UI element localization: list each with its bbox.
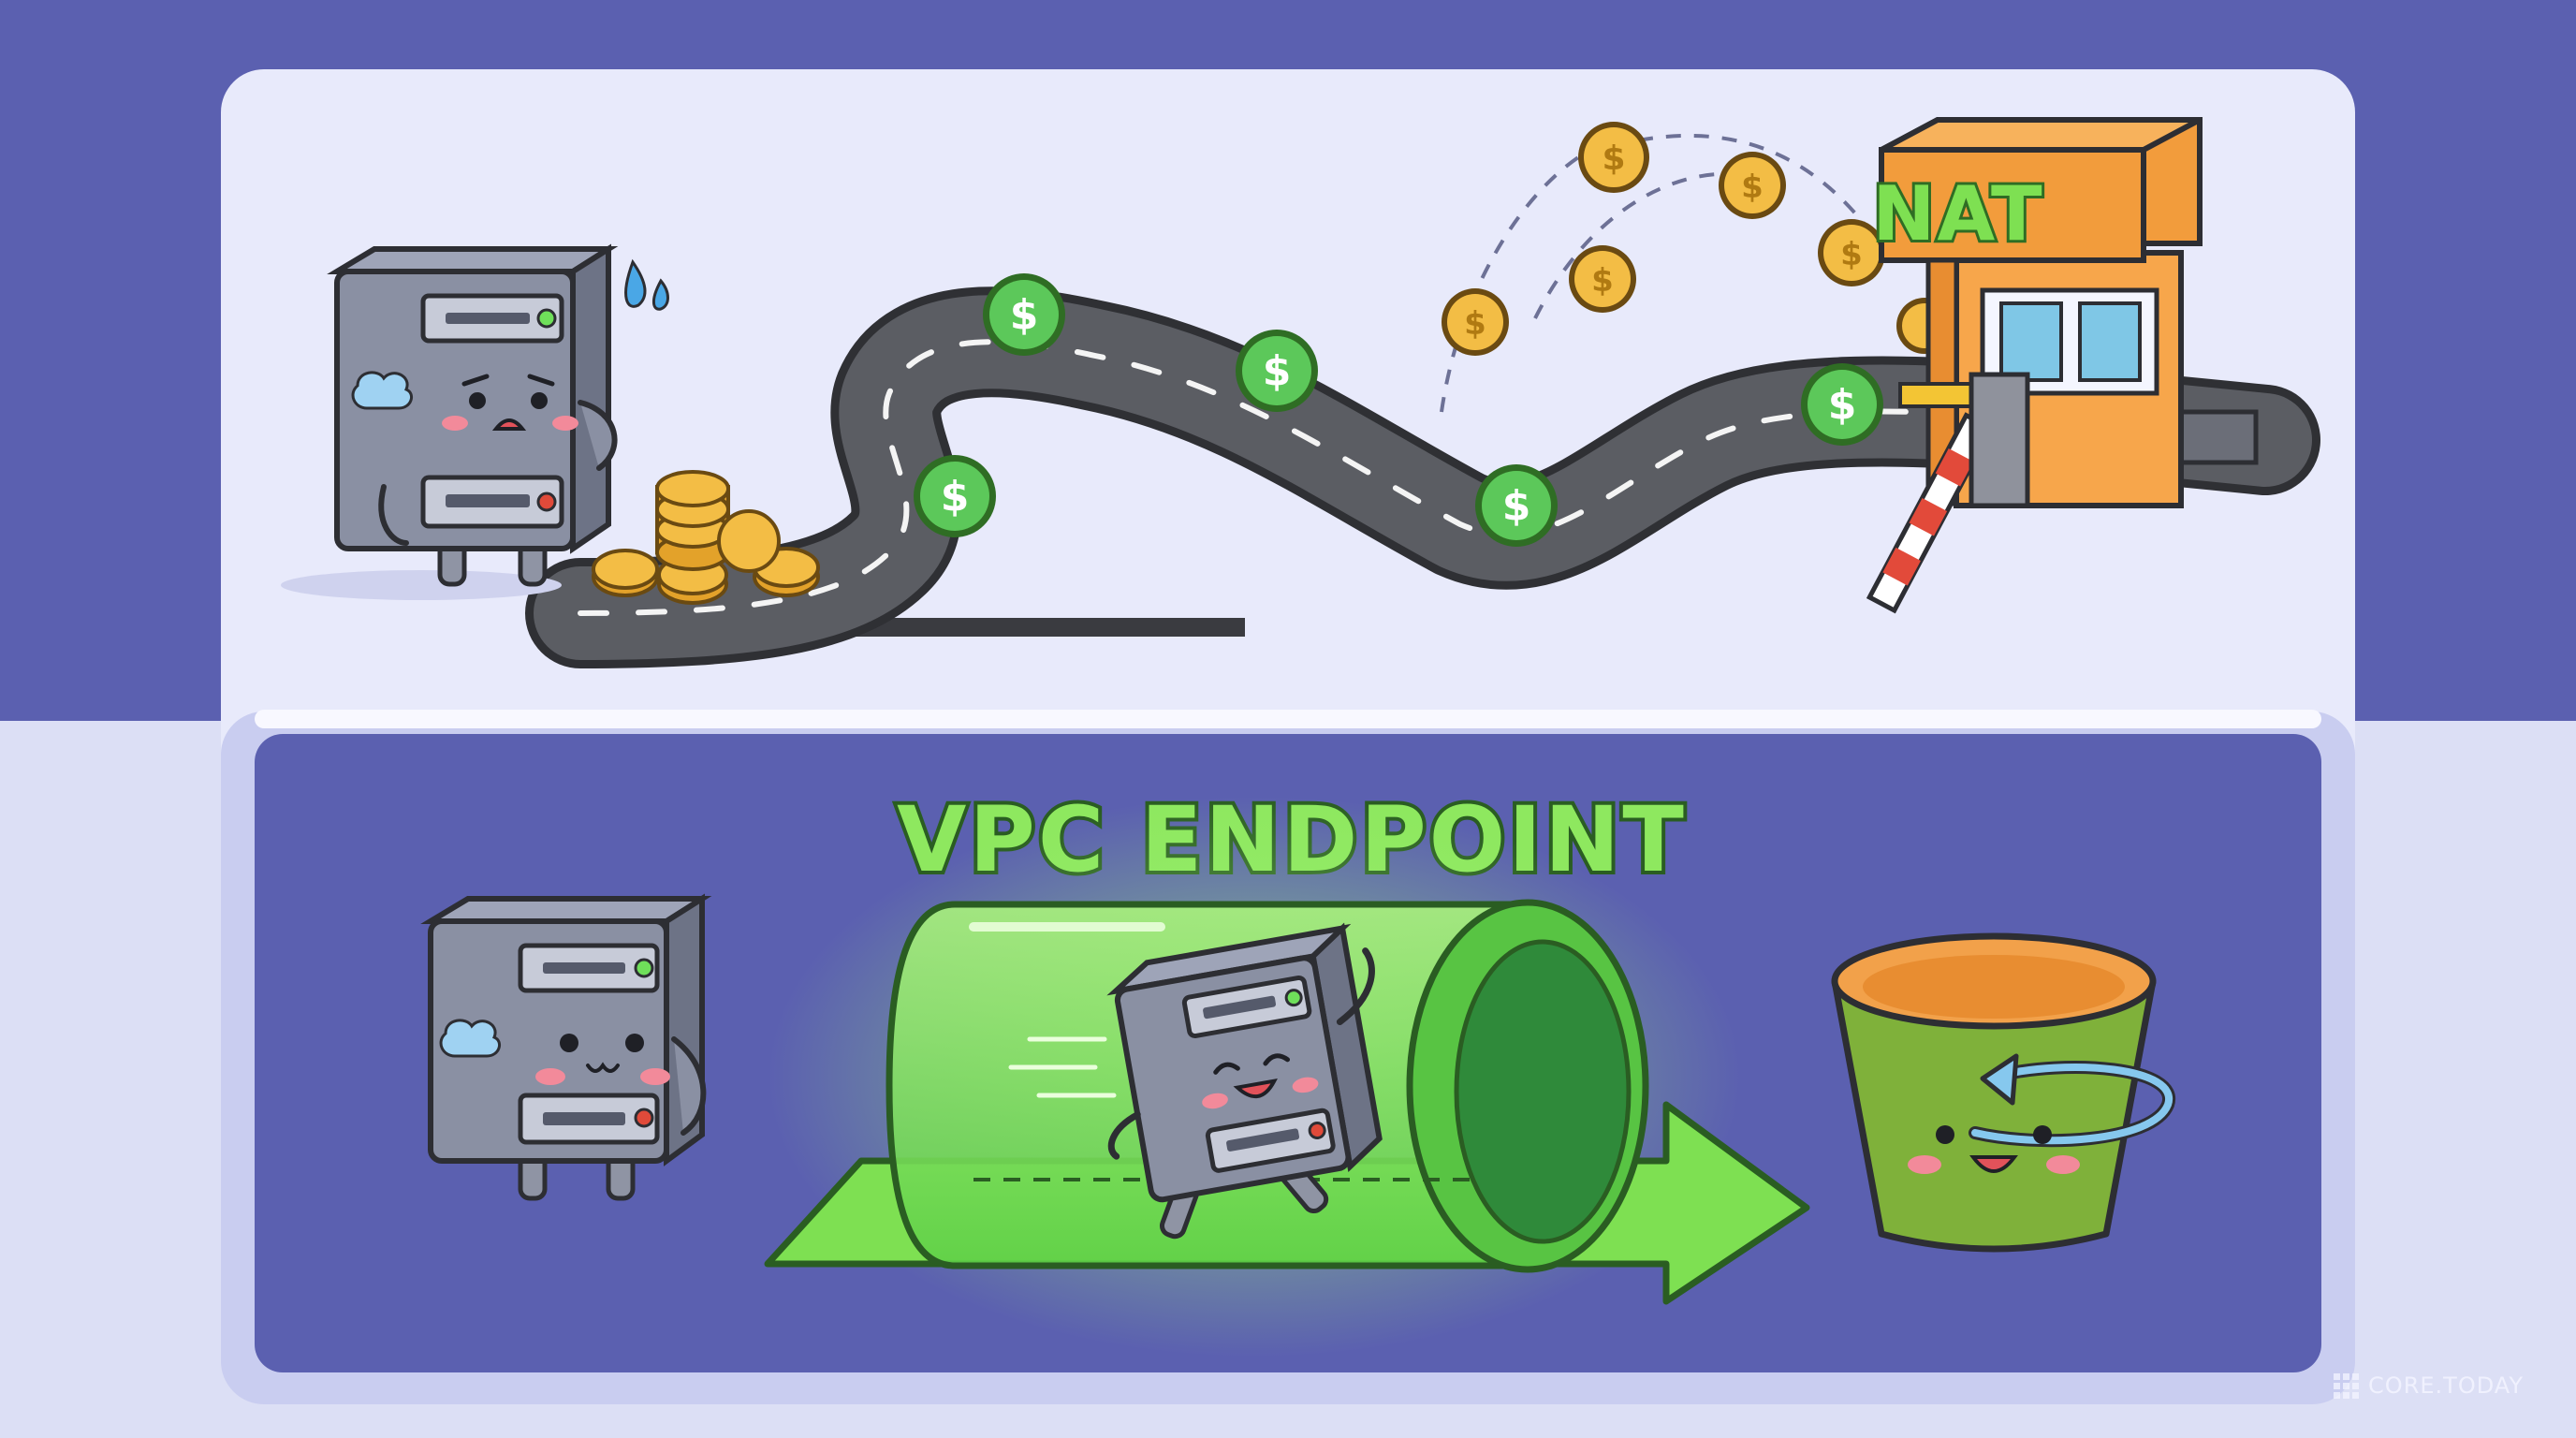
panel-divider [255, 710, 2321, 728]
nat-gateway-booth-icon: NAT [1866, 117, 2259, 614]
svg-text:$: $ [941, 473, 970, 521]
server-sad-icon [281, 243, 669, 600]
watermark: CORE.TODAY [2334, 1372, 2524, 1399]
svg-text:$: $ [1602, 139, 1625, 178]
svg-text:$: $ [1840, 236, 1863, 273]
svg-text:$: $ [1741, 169, 1764, 206]
svg-text:$: $ [1010, 291, 1039, 339]
server-happy-icon [420, 893, 712, 1201]
svg-text:$: $ [1263, 347, 1292, 395]
flying-coins: $ $ $ $ $ [1440, 122, 1953, 413]
server-running-icon [1106, 922, 1383, 1240]
svg-text:$: $ [1464, 305, 1486, 343]
s3-bucket-icon [1831, 932, 2176, 1253]
coin-pile [592, 470, 820, 605]
watermark-text: CORE.TODAY [2368, 1372, 2524, 1399]
toll-road [525, 286, 2320, 668]
nat-label: NAT [1872, 170, 2043, 257]
svg-text:$: $ [1828, 381, 1857, 429]
green-coins: $ $ $ $ $ [914, 273, 1883, 547]
watermark-logo-icon [2334, 1372, 2360, 1399]
svg-text:$: $ [1502, 482, 1531, 530]
svg-text:$: $ [1591, 262, 1614, 300]
